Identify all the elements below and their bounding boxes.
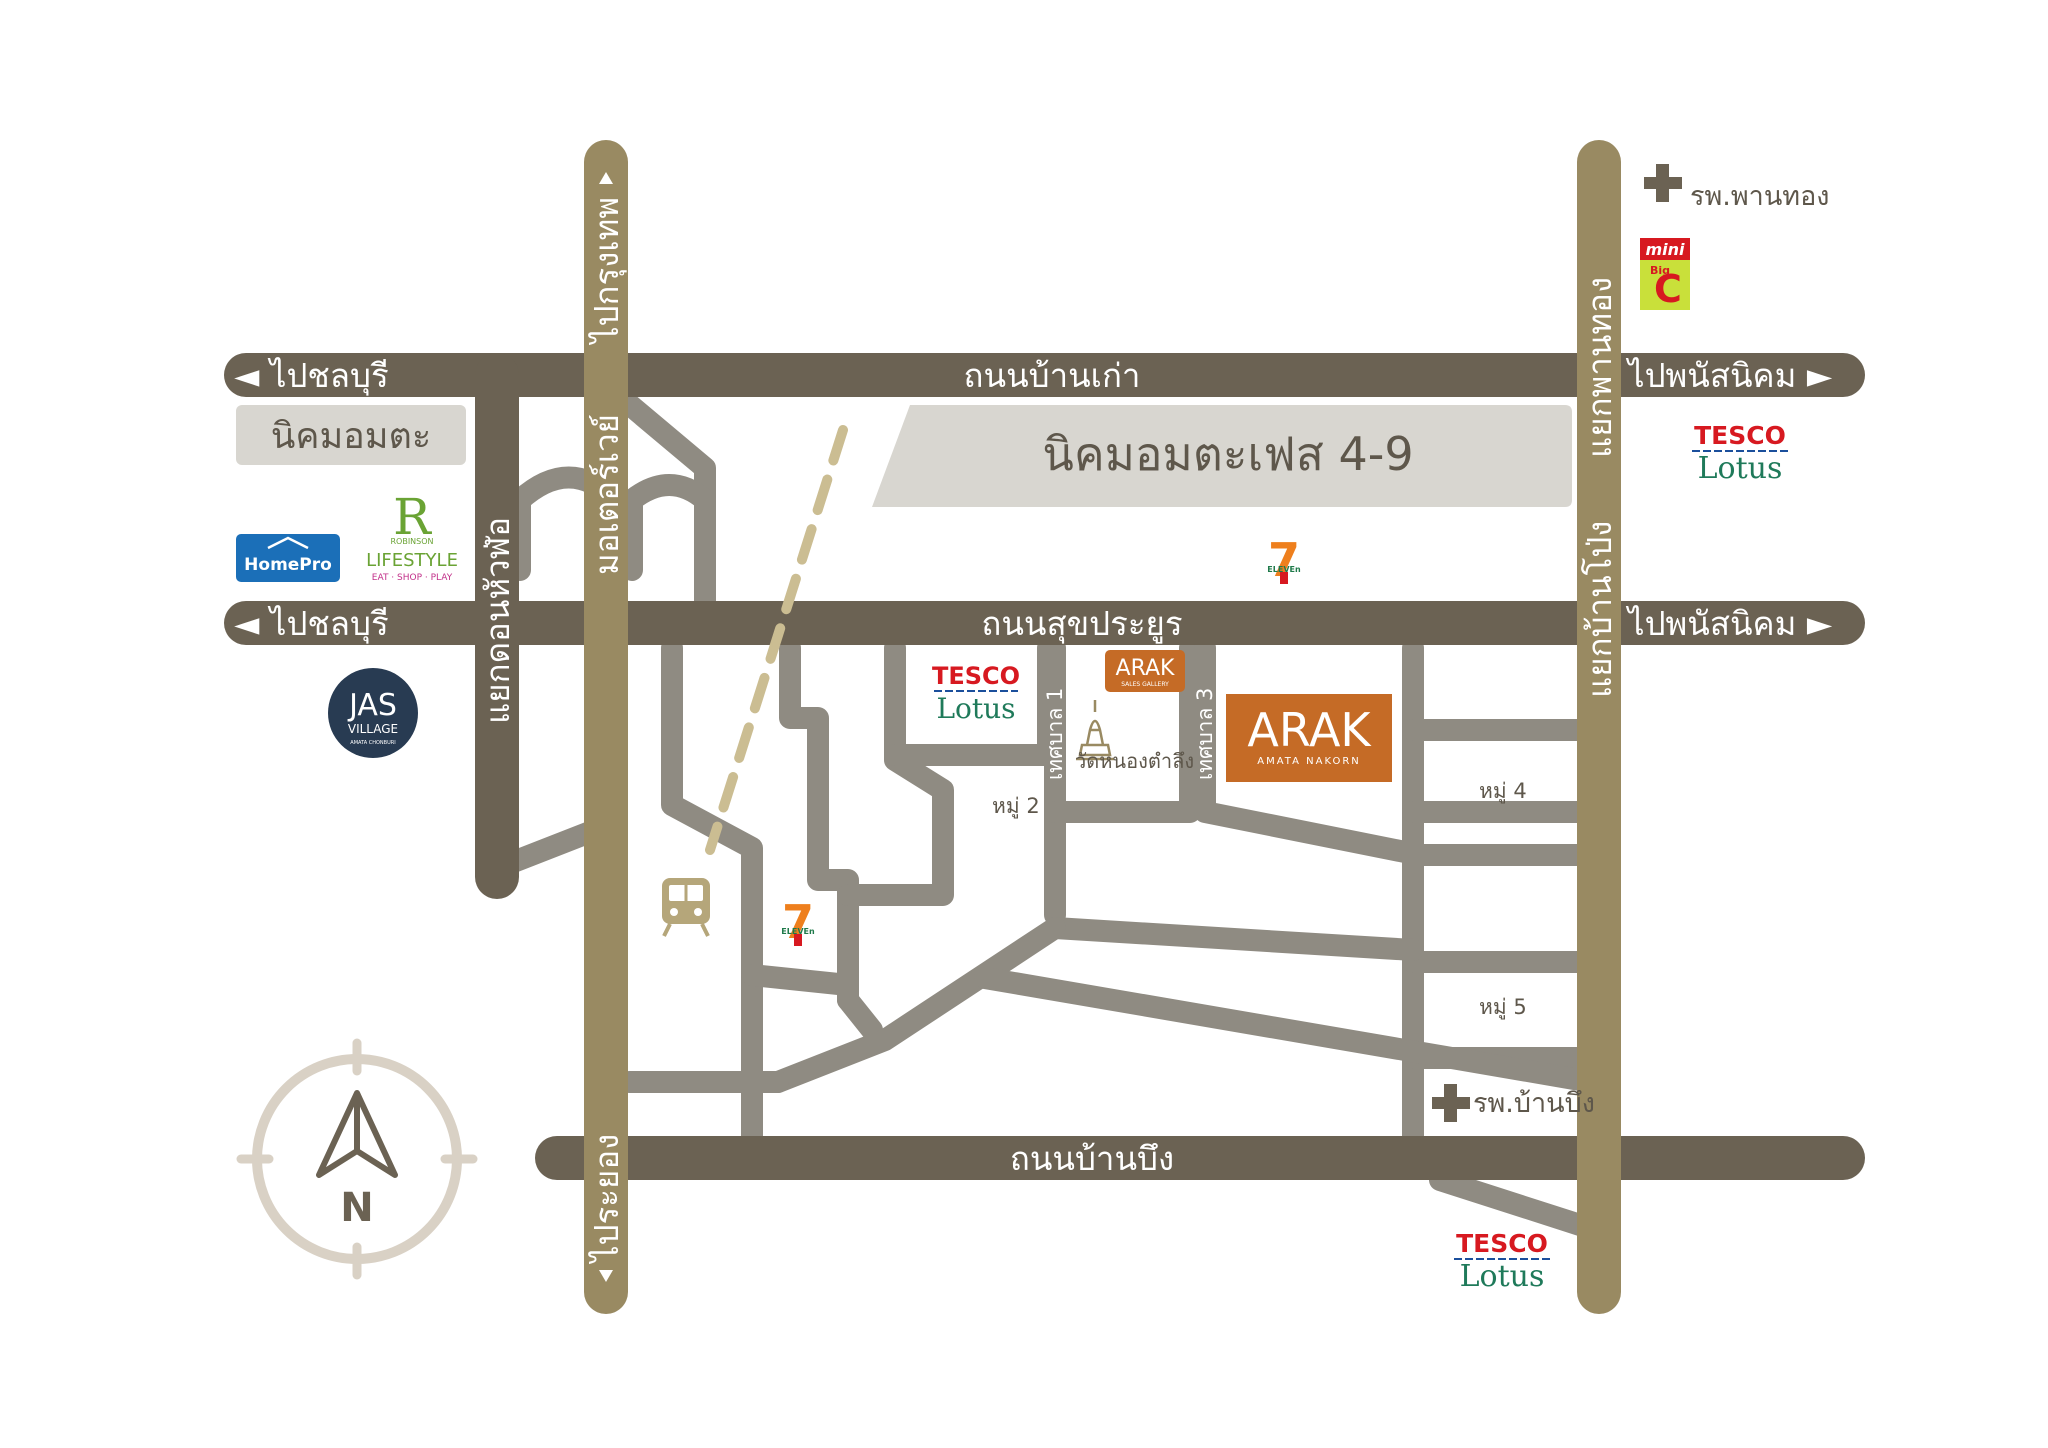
road-center-connector: [837, 637, 954, 906]
seven-eleven-logo: 7 ELEVEn: [1267, 533, 1301, 587]
homepro-logo: HomePro: [236, 534, 340, 582]
hospital-banbueng: รพ.บ้านบึง: [1432, 1084, 1595, 1122]
tesco-lotus-logo-ne: TESCO Lotus: [1692, 421, 1788, 486]
big-text: Big: [1650, 264, 1670, 277]
seven-eleven-logo-south: 7 ELEVEn: [781, 895, 815, 949]
label-thetsaban-1: เทศบาล 1: [1043, 688, 1067, 780]
interchange-ramp-east: [619, 394, 716, 621]
train-icon: [662, 878, 710, 937]
label-to-bangkok: ไปกรุงเทพ: [587, 197, 627, 346]
homepro-text: HomePro: [244, 555, 332, 575]
road-thetsaban-3: [1194, 637, 1591, 866]
label-thetsaban-3: เทศบาล 3: [1193, 688, 1217, 780]
arrow-down-icon: [599, 1270, 613, 1282]
road-diagonal-south: [974, 967, 1591, 1091]
road-station-loop: [661, 637, 763, 1151]
hospital-phanthong: รพ.พานทอง: [1644, 164, 1830, 212]
compass-icon: N: [236, 1038, 478, 1280]
arrow-up-icon: [599, 172, 613, 184]
temple-icon: [1076, 700, 1114, 761]
label-moo-2: หมู่ 2: [992, 794, 1040, 819]
road-southeast: [1429, 1169, 1591, 1236]
jas-name: JAS: [347, 688, 397, 723]
compass-arrow-icon: [316, 1090, 398, 1178]
lotus-text: Lotus: [1460, 1259, 1545, 1294]
arak-sales-sub: SALES GALLERY: [1121, 681, 1169, 688]
zones: นิคมอมตะ นิคมอมตะเฟส 4-9: [236, 405, 1572, 507]
label-temple: วัดหนองตำลึง: [1075, 749, 1194, 773]
label-motorway: มอเตอร์เวย์: [587, 414, 626, 575]
road-diagonal-north: [1044, 917, 1424, 961]
label-to-chonburi-top: ◄ ไปชลบุรี: [234, 356, 389, 396]
robinson-name: ROBINSON: [390, 537, 433, 546]
label-road-ban-bueng: ถนนบ้านบึง: [1010, 1139, 1174, 1178]
interchange-ramp-inner: [621, 474, 716, 581]
tesco-lotus-logo-south: TESCO Lotus: [1454, 1229, 1550, 1294]
tesco-lotus-logo-center: TESCO Lotus: [932, 662, 1020, 725]
jas-sub: AMATA CHONBURI: [350, 740, 395, 746]
main-roads: [224, 353, 1865, 1180]
label-to-rayong: ไประยอง: [587, 1134, 626, 1265]
label-phan-thong-junction: แยกพานทอง: [1580, 277, 1619, 458]
eleven-text: ELEVEn: [781, 927, 815, 936]
tesco-text: TESCO: [932, 662, 1020, 690]
arak-amata-nakorn-logo: ARAK AMATA NAKORN: [1226, 694, 1392, 782]
zone-amata-phase: [872, 405, 1572, 507]
label-moo-5: หมู่ 5: [1479, 995, 1527, 1020]
arak-main-sub: AMATA NAKORN: [1257, 756, 1361, 767]
tesco-text: TESCO: [1456, 1229, 1548, 1258]
mini-text: mini: [1645, 240, 1685, 259]
label-road-sukprayoon: ถนนสุขประยูร: [981, 604, 1182, 644]
c-text: C: [1654, 267, 1682, 311]
local-roads: [487, 394, 1591, 1236]
lotus-text: Lotus: [936, 692, 1015, 725]
road-labels: ◄ ไปชลบุรี ถนนบ้านเก่า ไปพนัสนิคม ► ◄ ไป…: [234, 197, 1833, 1265]
zone-amata: [236, 405, 466, 465]
hospital-cross-icon: [1644, 164, 1682, 202]
label-ban-pong-junction: แยกบ้านโป่ง: [1580, 521, 1619, 698]
highways: [584, 140, 1621, 1314]
eleven-text: ELEVEn: [1267, 565, 1301, 574]
highway-arrows: [599, 172, 613, 1282]
road-moo-2: [1044, 637, 1201, 823]
robinson-tag: EAT · SHOP · PLAY: [372, 573, 453, 583]
tesco-text: TESCO: [1694, 421, 1786, 450]
label-to-phanatnikhom-mid: ไปพนัสนิคม ►: [1625, 604, 1833, 643]
hospital-cross-icon: [1432, 1084, 1470, 1122]
arak-sales-text: ARAK: [1116, 656, 1175, 681]
label-zone-amata: นิคมอมตะ: [271, 416, 432, 457]
robinson-lifestyle-logo: R ROBINSON LIFESTYLE EAT · SHOP · PLAY: [366, 488, 458, 583]
robinson-lifestyle: LIFESTYLE: [366, 550, 458, 571]
mini-big-c-logo: mini Big C: [1640, 238, 1690, 311]
label-hua-pho-junction: แยกดอนหัวฬ่อ: [478, 517, 517, 724]
railway-line: [705, 425, 848, 855]
label-to-chonburi-mid: ◄ ไปชลบุรี: [234, 604, 389, 644]
robinson-r: R: [393, 488, 432, 546]
lotus-text: Lotus: [1698, 451, 1783, 486]
label-to-phanatnikhom-top: ไปพนัสนิคม ►: [1625, 356, 1833, 395]
temple: วัดหนองตำลึง: [1075, 700, 1194, 773]
label-zone-amata-phase: นิคมอมตะเฟส 4-9: [1042, 427, 1413, 481]
jas-village: VILLAGE: [348, 722, 398, 736]
label-hospital-banbueng: รพ.บ้านบึง: [1473, 1088, 1595, 1119]
label-road-ban-kao: ถนนบ้านเก่า: [964, 356, 1141, 395]
compass-north: N: [340, 1185, 373, 1231]
arak-main-text: ARAK: [1247, 703, 1372, 757]
train-station: [662, 878, 710, 937]
label-moo-4: หมู่ 4: [1479, 779, 1527, 804]
arak-sales-gallery-logo: ARAK SALES GALLERY: [1105, 650, 1185, 692]
jas-village-logo: JAS VILLAGE AMATA CHONBURI: [328, 668, 418, 758]
label-hospital-phanthong: รพ.พานทอง: [1690, 181, 1830, 212]
